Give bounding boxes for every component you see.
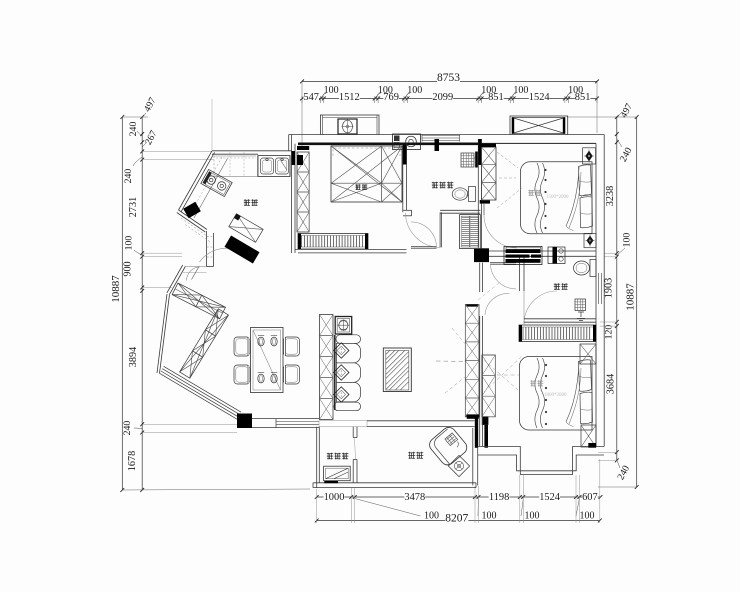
- svg-text:900: 900: [123, 261, 134, 276]
- svg-text:1678: 1678: [127, 451, 138, 471]
- svg-text:607: 607: [582, 492, 598, 503]
- svg-text:1198: 1198: [489, 492, 509, 503]
- svg-text:1000: 1000: [324, 492, 345, 503]
- svg-text:1903: 1903: [604, 278, 615, 298]
- svg-text:100: 100: [525, 511, 540, 522]
- svg-text:1524: 1524: [529, 92, 551, 103]
- svg-text:100: 100: [424, 511, 439, 522]
- svg-text:8207: 8207: [445, 513, 468, 525]
- svg-text:1500*2000: 1500*2000: [546, 195, 569, 200]
- svg-text:2099: 2099: [432, 92, 453, 103]
- svg-text:100: 100: [482, 511, 497, 522]
- svg-text:1800*2000: 1800*2000: [544, 393, 567, 398]
- svg-text:100: 100: [568, 85, 583, 96]
- svg-text:100: 100: [481, 85, 496, 96]
- svg-text:547: 547: [303, 92, 319, 103]
- svg-text:100: 100: [124, 236, 135, 251]
- svg-text:100: 100: [513, 85, 528, 96]
- svg-text:100: 100: [580, 511, 595, 522]
- svg-text:8753: 8753: [437, 72, 460, 84]
- svg-text:3238: 3238: [605, 186, 616, 206]
- svg-text:3894: 3894: [128, 347, 139, 367]
- svg-text:100: 100: [407, 85, 422, 96]
- svg-text:1512: 1512: [339, 92, 360, 103]
- svg-text:1524: 1524: [539, 492, 561, 503]
- svg-text:120: 120: [604, 325, 615, 340]
- svg-text:240: 240: [123, 169, 134, 184]
- svg-text:100: 100: [324, 85, 339, 96]
- svg-text:240: 240: [122, 421, 133, 436]
- svg-text:100: 100: [378, 85, 393, 96]
- svg-text:10887: 10887: [625, 283, 637, 311]
- svg-text:3478: 3478: [404, 492, 425, 503]
- svg-text:3684: 3684: [606, 374, 617, 394]
- svg-text:240: 240: [128, 122, 139, 137]
- svg-text:2731: 2731: [128, 197, 139, 217]
- svg-text:100: 100: [622, 233, 633, 248]
- svg-text:10887: 10887: [110, 275, 122, 303]
